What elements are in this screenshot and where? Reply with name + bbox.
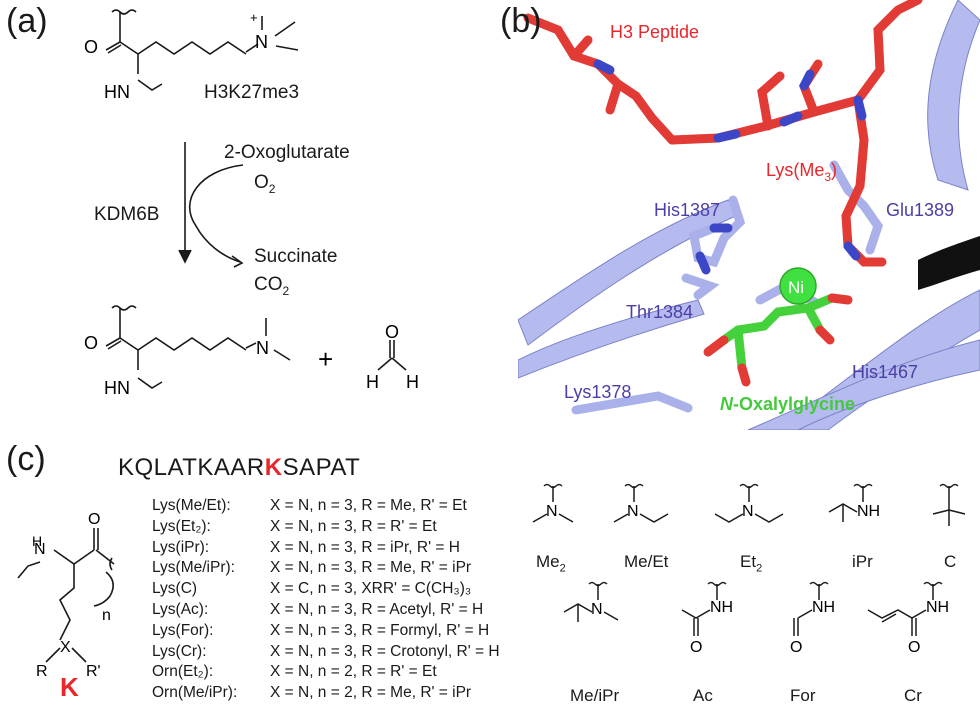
table-row-definition: X = N, n = 3, R = Formyl, R' = H [270,621,490,639]
cosubstrate-oxygen: O2 [254,172,276,196]
et2-n: N [742,503,754,520]
table-row-name: Lys(iPr): [152,538,210,556]
carbonyl-o: O [84,37,98,57]
his1387-label: His1387 [654,200,720,220]
label-meet: Me/Et [624,552,669,571]
cr-nh: NH [926,599,949,616]
amide-hn-2: HN [104,378,130,398]
for-o: O [790,639,802,656]
wavy-bond [111,9,137,15]
table-row-definition: X = C, n = 3, XRR' = C(CH₃)₃ [270,580,472,598]
side-chain-structures: N N N NH N NH NH NH O O O [532,483,966,656]
panel-a-label: (a) [6,2,48,40]
label-et2: Et2 [740,552,763,575]
table-row-definition: X = N, n = 3, R = Crotonyl, R' = H [270,642,500,660]
panel-c-label: (c) [6,440,46,478]
generic-lysine-structure: N H O n X R R' [17,511,115,680]
table-row-name: Orn(Et₂): [152,663,214,681]
label-meipr: Me/iPr [570,686,620,705]
panel-b-label: (b) [500,2,542,40]
generic-o: O [88,511,100,528]
meet-n: N [627,503,639,520]
me2-n: N [546,503,558,520]
table-row-definition: X = N, n = 3, R = Acetyl, R' = H [270,601,484,618]
table-row-name: Lys(Me/Et): [152,497,231,514]
generic-k-label: K [60,672,79,702]
ipr-nh: NH [857,503,880,520]
table-row-definition: X = N, n = 2, R = R' = Et [270,663,437,681]
h3-peptide-label: H3 Peptide [610,22,699,42]
label-me2: Me2 [536,552,566,575]
table-row-name: Lys(Ac): [152,601,209,618]
positive-charge: + [250,10,258,25]
formaldehyde-h-left: H [366,372,379,392]
table-row-definition: X = N, n = 3, R = Me, R' = iPr [270,559,472,577]
ac-o: O [690,639,702,656]
beta-sheet-right-2 [747,339,980,430]
nog-label: N-Oxalylglycine [720,394,855,414]
formaldehyde-o: O [385,322,399,342]
table-row-name: Lys(For): [152,621,214,639]
nickel-ion [779,267,817,305]
formaldehyde-h-right: H [406,372,419,392]
generic-n: n [102,607,111,624]
beta-strand-left-2 [518,299,705,379]
meipr-n: N [591,601,603,618]
table-row-name: Lys(Et₂): [152,517,211,535]
ac-nh: NH [710,599,733,616]
ni-label: Ni [788,278,804,297]
generic-rprime: R' [86,663,101,680]
table-row-definition: X = N, n = 3, R = Me, R' = Et [270,497,467,514]
lys1378-label: Lys1378 [564,382,631,402]
generic-h: H [32,533,42,549]
peptide-sequence: KQLATKAARKSAPAT [118,454,361,481]
helix-ribbon [927,0,980,191]
label-for: For [790,686,816,705]
table-row-name: Lys(Cr): [152,642,207,660]
enzyme-name: KDM6B [94,204,160,225]
table-row-name: Lys(Me/iPr): [152,559,235,577]
label-cr: Cr [904,686,922,705]
lys-me3-label: Lys(Me3) [766,160,837,184]
quaternary-n: N [255,32,268,52]
product-co2: CO2 [254,274,290,298]
thr1384-label: Thr1384 [626,302,693,322]
protein-structure-render: Ni H3 Peptide Lys(Me3) His1387 Glu1389 T… [518,0,980,430]
generic-r: R [36,663,48,680]
glu1389-label: Glu1389 [886,200,954,220]
table-row-definition: X = N, n = 2, R = Me, R' = iPr [270,684,472,702]
his1467-label: His1467 [852,362,918,382]
label-ac: Ac [693,686,713,705]
tertiary-n: N [256,338,269,358]
label-ipr: iPr [852,552,873,571]
panel-b-structure: Ni H3 Peptide Lys(Me3) His1387 Glu1389 T… [518,0,980,430]
label-c: C [944,552,957,571]
dark-strand [918,236,980,290]
for-nh: NH [812,599,835,616]
amide-hn: HN [104,82,130,102]
product-succinate: Succinate [254,246,338,267]
generic-x: X [60,639,71,656]
table-row-name: Lys(C) [152,580,198,598]
panel-a-scheme: O HN N + O HN N O H H + [84,9,419,398]
cosubstrate-oxoglutarate: 2-Oxoglutarate [224,142,350,163]
table-row-name: Orn(Me/iPr): [152,684,238,702]
carbonyl-o-2: O [84,333,98,353]
generic-hn: N [34,541,46,558]
table-row-definition: X = N, n = 3, R = R' = Et [270,517,437,535]
table-row-definition: X = N, n = 3, R = iPr, R' = H [270,538,460,556]
substrate-name: H3K27me3 [204,82,300,103]
cr-o: O [908,639,920,656]
plus-sign: + [318,344,333,374]
